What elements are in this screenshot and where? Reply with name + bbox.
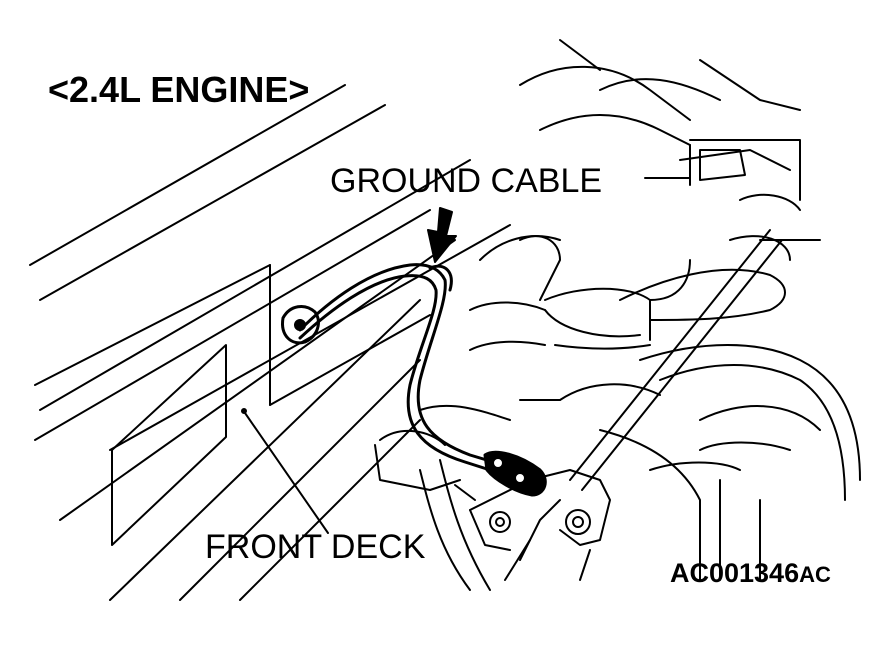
figure-code-main: AC001346 (670, 558, 800, 588)
ground-cable-label: GROUND CABLE (330, 162, 603, 200)
front-deck-label: FRONT DECK (205, 528, 426, 566)
bracket (375, 431, 610, 580)
lower-hose (420, 460, 490, 590)
cable-terminal-right (485, 452, 545, 495)
page-title: <2.4L ENGINE> (48, 69, 310, 110)
ground-cable-arrow (428, 208, 456, 262)
engine-components (420, 40, 860, 580)
figure-code: AC001346AC (670, 560, 831, 587)
figure-code-suffix: AC (799, 562, 831, 587)
ground-cable (300, 265, 545, 490)
deck-opening (112, 345, 226, 545)
cable-terminal-left (283, 306, 319, 342)
front-deck-leader (245, 413, 328, 533)
rod (570, 145, 782, 490)
